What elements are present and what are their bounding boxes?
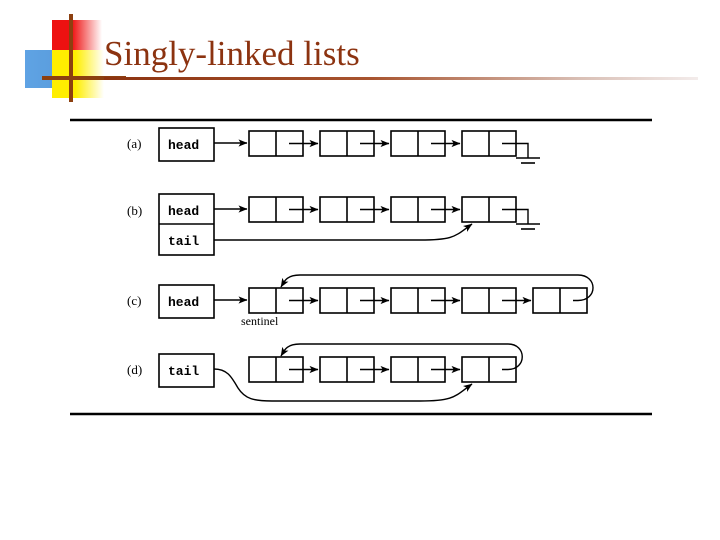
row-a-head-label: head [168,138,199,153]
row-c-sentinel-label: sentinel [241,314,279,328]
row-c-circular-link [280,274,594,302]
logo-cross-horizontal [42,76,126,80]
row-a-node-1 [248,130,319,157]
row-a-label: (a) [127,136,141,151]
row-b-label: (b) [127,203,142,218]
row-c-head-box [158,284,215,319]
row-c-label: (c) [127,293,141,308]
row-d-tail-pointer [213,368,473,402]
row-c-node-3 [390,287,461,314]
row-d-tail-box [158,353,215,388]
row-d: (d) tail [127,343,523,402]
row-d-label: (d) [127,362,142,377]
row-a-head-box [158,127,215,162]
row-b-node-1 [248,196,319,223]
row-a: (a) head [127,127,540,164]
row-c-node-2 [319,287,390,314]
row-c-node-sentinel [248,287,319,314]
row-c-node-4 [461,287,532,314]
row-b-head-label: head [168,204,199,219]
page-title: Singly-linked lists [104,34,360,73]
row-d-tail-label: tail [168,364,199,379]
row-c: (c) head sentinel [127,274,594,328]
row-b-node-2 [319,196,390,223]
row-b-null-terminator [502,208,540,230]
row-b-node-3 [390,196,461,223]
row-a-node-3 [390,130,461,157]
row-d-node-2 [319,356,390,383]
row-a-null-terminator [502,142,540,164]
logo-yellow-square [52,50,104,98]
row-d-node-1 [248,356,319,383]
row-b: (b) head tail [127,193,540,256]
title-underline [104,77,698,80]
row-d-circular-link [280,343,523,371]
row-b-tail-label: tail [168,234,199,249]
row-c-head-label: head [168,295,199,310]
row-b-tail-pointer [214,223,473,241]
row-d-node-3 [390,356,461,383]
decorative-logo [22,12,126,104]
row-a-node-2 [319,130,390,157]
logo-cross-vertical [69,14,73,102]
